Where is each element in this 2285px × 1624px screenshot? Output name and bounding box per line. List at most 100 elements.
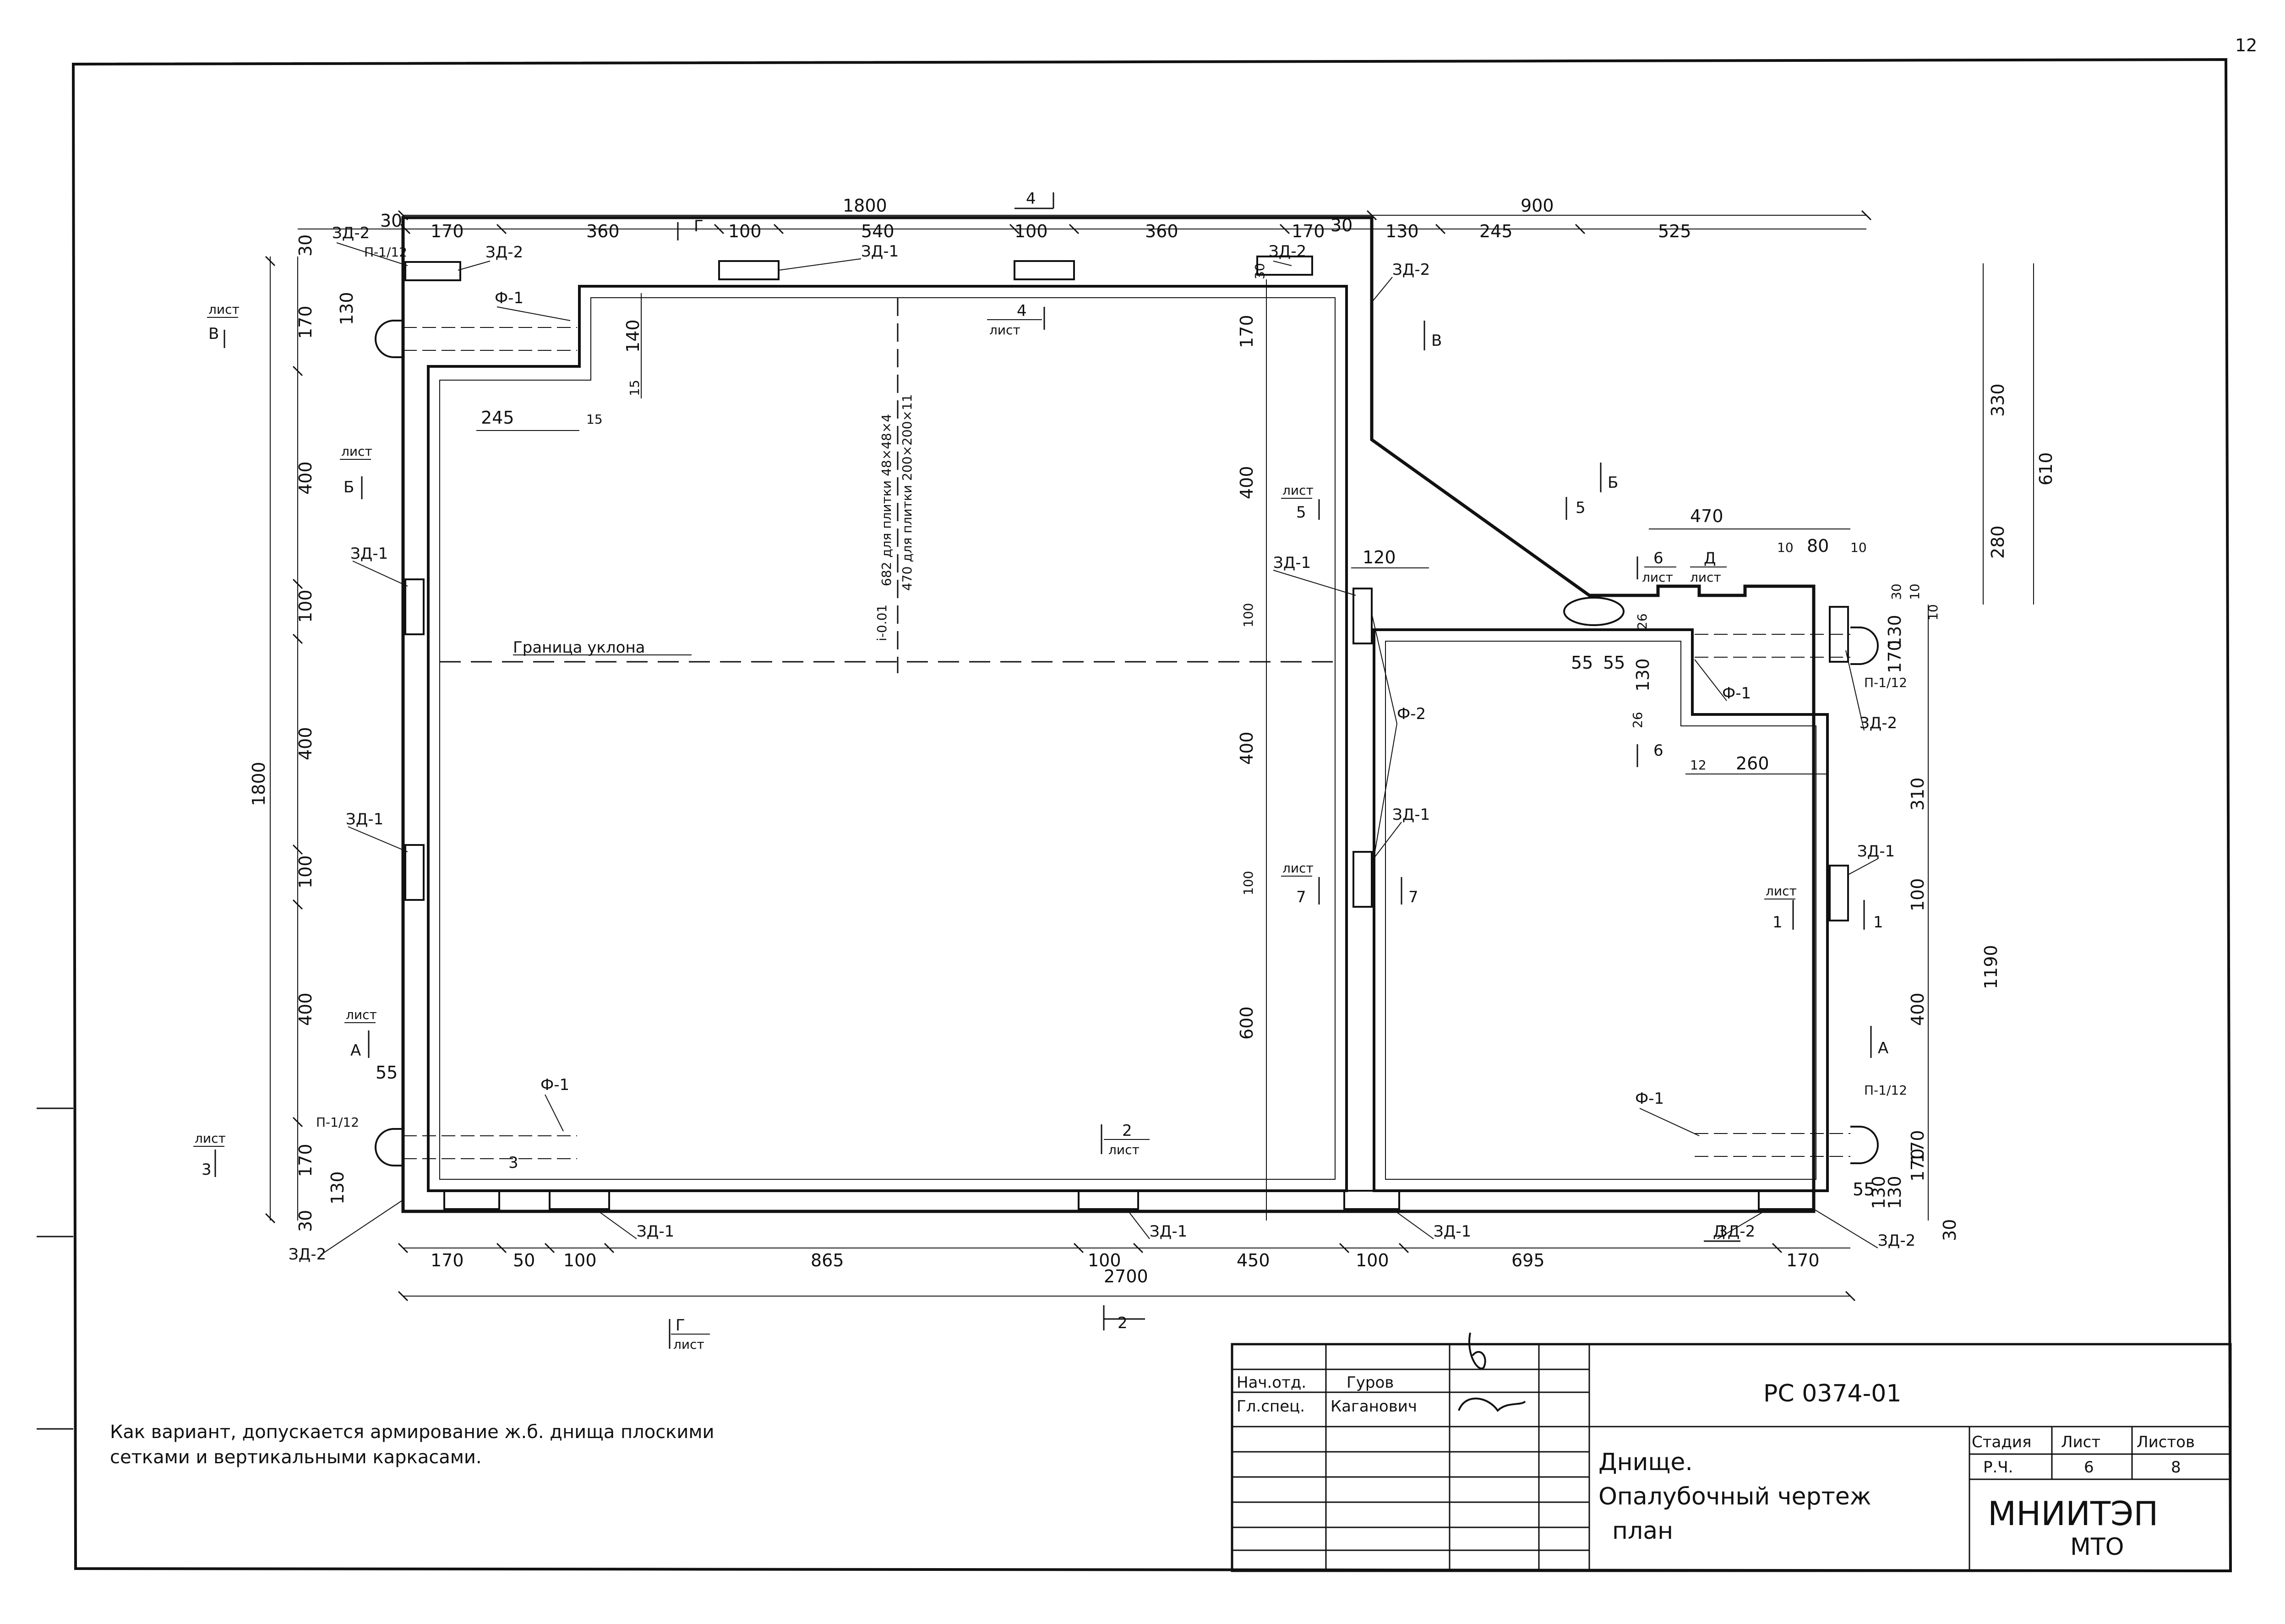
svg-text:26: 26 — [1635, 613, 1650, 630]
svg-text:610: 610 — [2036, 452, 2056, 485]
svg-text:50: 50 — [513, 1250, 535, 1270]
svg-text:П-1/12: П-1/12 — [1864, 675, 1907, 690]
svg-text:170: 170 — [1292, 221, 1325, 241]
svg-text:170: 170 — [1237, 315, 1257, 348]
svg-text:4: 4 — [1017, 302, 1027, 320]
svg-text:695: 695 — [1511, 1250, 1545, 1270]
svg-text:15: 15 — [586, 412, 603, 427]
section-3-left: лист 3 3 — [193, 1131, 518, 1179]
svg-text:лист: лист — [1690, 570, 1721, 585]
svg-text:6: 6 — [1653, 549, 1663, 567]
svg-text:Д: Д — [1704, 549, 1716, 567]
svg-text:170: 170 — [295, 305, 316, 339]
svg-text:170: 170 — [1885, 640, 1905, 673]
svg-text:170: 170 — [1908, 1148, 1928, 1182]
svg-text:400: 400 — [1908, 992, 1928, 1026]
svg-text:Б: Б — [344, 478, 354, 496]
svg-text:55: 55 — [1571, 653, 1593, 673]
section-6: 6 лист 6 — [1636, 549, 1676, 767]
svg-text:100: 100 — [563, 1250, 597, 1270]
svg-text:ЗД-2: ЗД-2 — [1718, 1222, 1755, 1241]
svg-text:26: 26 — [1630, 712, 1645, 728]
svg-text:Стадия: Стадия — [1972, 1433, 2031, 1451]
svg-text:лист: лист — [1108, 1142, 1140, 1157]
svg-text:ЗД-2: ЗД-2 — [289, 1245, 326, 1264]
svg-text:Как вариант, допускается армир: Как вариант, допускается армирование ж.б… — [110, 1422, 714, 1443]
svg-text:100: 100 — [1241, 871, 1256, 895]
svg-text:140: 140 — [623, 319, 643, 353]
svg-text:310: 310 — [1908, 777, 1928, 811]
drain-cup — [1563, 597, 1625, 626]
svg-text:2: 2 — [1118, 1314, 1128, 1332]
section-a-right: А — [1870, 1026, 1888, 1058]
svg-text:10: 10 — [1777, 540, 1794, 555]
svg-text:сетками и вертикальными каркас: сетками и вертикальными каркасами. — [110, 1447, 482, 1468]
svg-text:170: 170 — [431, 1250, 464, 1270]
svg-text:130: 130 — [327, 1171, 348, 1204]
svg-text:П-1/12: П-1/12 — [316, 1115, 359, 1130]
svg-text:Опалубочный чертеж: Опалубочный чертеж — [1598, 1483, 1871, 1510]
svg-text:А: А — [1878, 1039, 1888, 1057]
inner-dimensions: 140 15 245 15 130 130 55 170 400 100 400… — [327, 263, 1928, 1209]
svg-text:РС 0374-01: РС 0374-01 — [1763, 1380, 1901, 1407]
svg-text:130: 130 — [1633, 658, 1653, 692]
svg-text:30: 30 — [1889, 583, 1904, 600]
svg-text:7: 7 — [1296, 888, 1306, 906]
svg-text:П-1/12: П-1/12 — [1864, 1083, 1907, 1098]
svg-text:ЗД-1: ЗД-1 — [637, 1222, 674, 1241]
svg-text:Г: Г — [676, 1316, 685, 1335]
plan-outline — [401, 216, 1829, 1213]
svg-text:Днище.: Днище. — [1598, 1449, 1693, 1476]
svg-text:30: 30 — [1252, 263, 1267, 279]
svg-text:30: 30 — [295, 234, 316, 256]
svg-text:Гл.спец.: Гл.спец. — [1237, 1397, 1305, 1416]
svg-text:2: 2 — [1122, 1122, 1132, 1140]
svg-text:10: 10 — [1850, 540, 1867, 555]
svg-text:Ф-2: Ф-2 — [1397, 705, 1426, 723]
svg-text:12: 12 — [1690, 758, 1707, 773]
svg-text:Нач.отд.: Нач.отд. — [1237, 1373, 1306, 1392]
section-a-left: лист А — [344, 1007, 377, 1060]
embedded-plates — [404, 256, 1849, 1210]
svg-text:900: 900 — [1521, 196, 1554, 216]
svg-text:100: 100 — [1088, 1250, 1121, 1270]
svg-text:100: 100 — [1014, 221, 1048, 241]
svg-text:Р.Ч.: Р.Ч. — [1983, 1458, 2013, 1477]
svg-text:100: 100 — [295, 855, 316, 888]
svg-text:400: 400 — [295, 727, 316, 760]
svg-text:6: 6 — [1653, 741, 1663, 760]
svg-text:540: 540 — [861, 221, 894, 241]
svg-text:3: 3 — [202, 1161, 212, 1179]
general-note: Как вариант, допускается армирование ж.б… — [110, 1422, 714, 1468]
svg-text:лист: лист — [208, 302, 240, 317]
section-g-bottom: Г лист — [669, 1316, 710, 1352]
svg-text:ЗД-1: ЗД-1 — [1273, 554, 1311, 572]
svg-text:100: 100 — [728, 221, 762, 241]
svg-text:5: 5 — [1576, 499, 1586, 517]
svg-text:130: 130 — [1885, 615, 1905, 648]
svg-text:лист: лист — [1282, 483, 1314, 498]
signature — [1458, 1332, 1526, 1412]
svg-text:245: 245 — [1479, 221, 1513, 241]
svg-text:ЗД-2: ЗД-2 — [332, 224, 370, 242]
callout-labels: ЗД-2 ЗД-2 ЗД-1 ЗД-2 ЗД-2 ЗД-1 ЗД-1 ЗД-1 … — [289, 224, 1915, 1264]
svg-text:лист: лист — [1642, 570, 1673, 585]
section-b-left: лист Б — [340, 444, 372, 499]
svg-text:15: 15 — [627, 380, 642, 396]
svg-text:1800: 1800 — [249, 762, 269, 806]
svg-text:МТО: МТО — [2070, 1533, 2124, 1561]
svg-text:А: А — [350, 1041, 361, 1060]
svg-text:30: 30 — [380, 211, 402, 231]
svg-text:280: 280 — [1988, 525, 2008, 559]
svg-text:ЗД-2: ЗД-2 — [1392, 261, 1430, 279]
svg-text:Д: Д — [1713, 1222, 1725, 1241]
svg-text:55: 55 — [1853, 1179, 1875, 1199]
svg-text:лист: лист — [341, 444, 372, 459]
svg-text:лист: лист — [346, 1007, 377, 1022]
svg-text:Ф-1: Ф-1 — [1722, 684, 1751, 703]
svg-text:130: 130 — [1869, 1176, 1889, 1209]
svg-text:30: 30 — [1331, 215, 1352, 235]
svg-text:30: 30 — [1940, 1219, 1960, 1241]
sheet-corner-number: 12 — [2235, 35, 2257, 55]
svg-text:лист: лист — [195, 1131, 226, 1146]
